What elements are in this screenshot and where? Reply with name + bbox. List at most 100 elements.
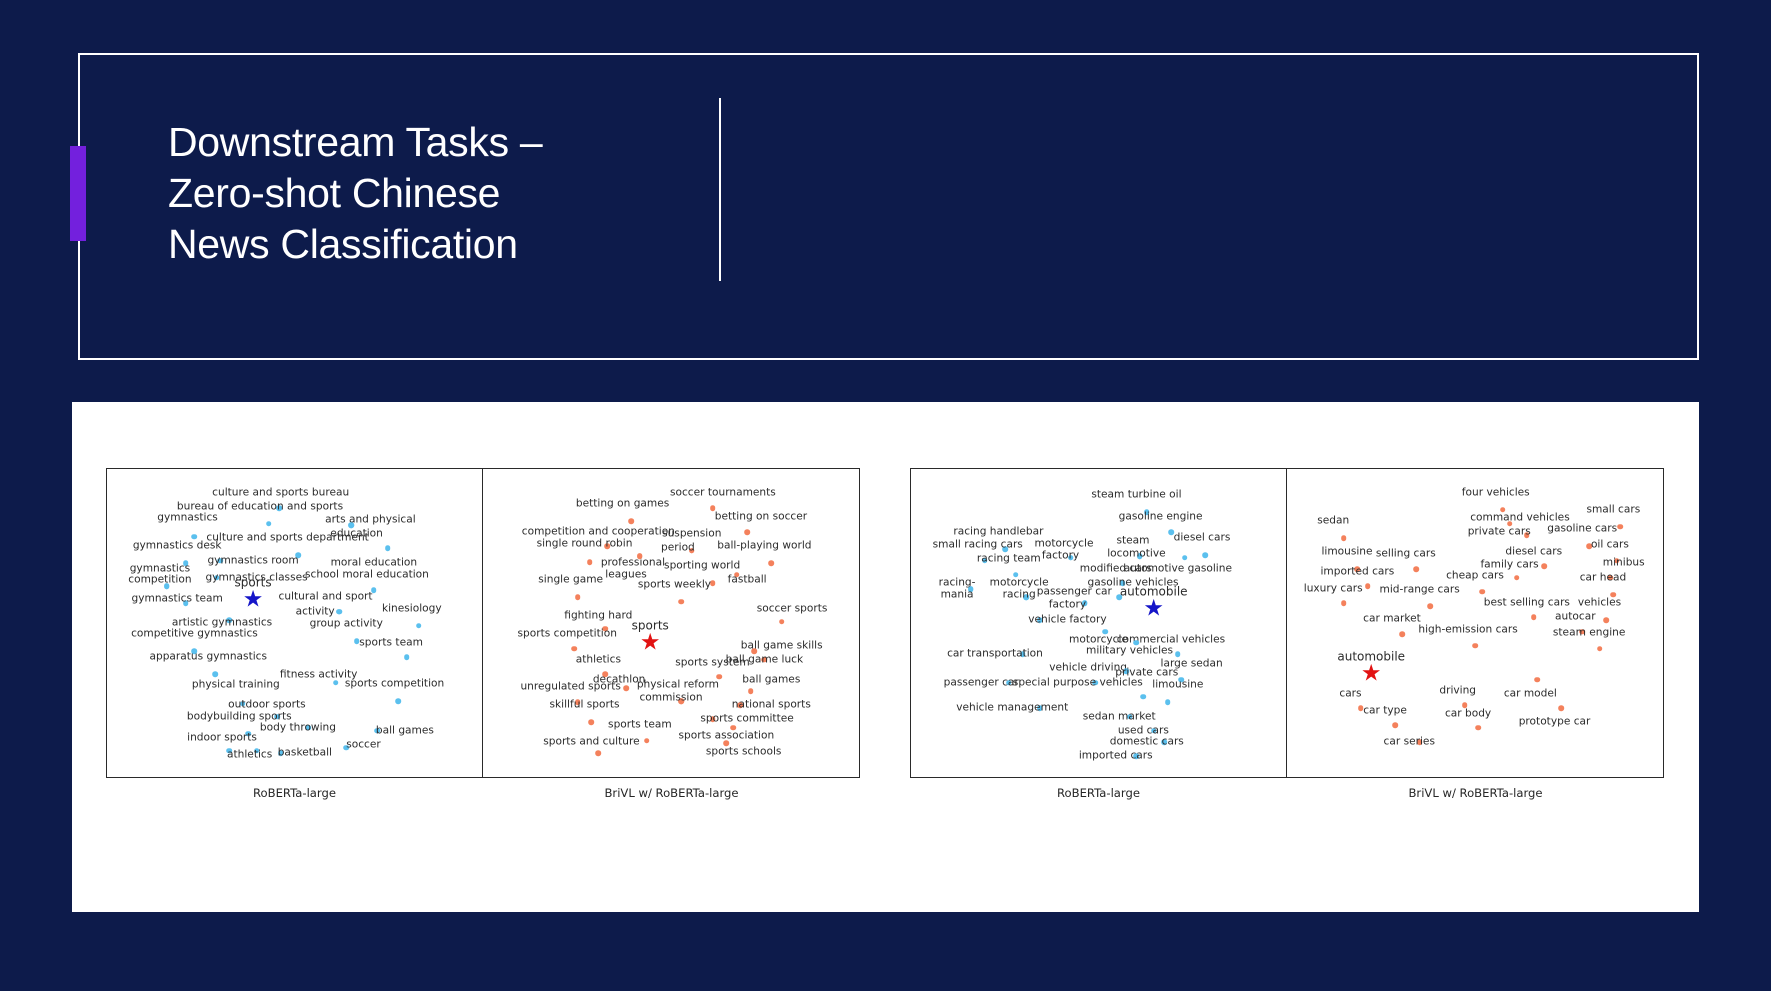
scatter-point-label: racing <box>1002 588 1036 601</box>
scatter-point-label: racing handlebar <box>953 525 1044 538</box>
scatter-point <box>778 618 785 625</box>
center-marker-star-icon: ★ <box>639 629 661 656</box>
scatter-point-label: vehicle factory <box>1028 613 1107 626</box>
scatter-point <box>678 598 685 605</box>
scatter-point-label: moral education <box>330 556 418 569</box>
scatter-point-label: small cars <box>1586 503 1641 516</box>
scatter-point-label: group activity <box>309 617 383 630</box>
scatter-point <box>1140 693 1147 700</box>
scatter-point-label: used cars <box>1117 724 1169 737</box>
scatter-point-label: steam turbine oil <box>1091 488 1182 501</box>
scatter-point-label: sports weekly <box>637 578 712 591</box>
scatter-point-label: gasoline engine <box>1118 510 1203 523</box>
scatter-point <box>623 685 629 691</box>
scatter-point <box>571 645 577 652</box>
scatter-point-label: steam <box>1116 534 1150 547</box>
scatter-point <box>415 623 422 629</box>
scatter-point-label: minibus <box>1602 556 1645 569</box>
center-marker-star-icon: ★ <box>1143 595 1164 622</box>
scatter-point <box>374 727 381 734</box>
scatter-point <box>1161 739 1167 745</box>
scatter-point <box>191 648 198 655</box>
scatter-point <box>1150 727 1157 734</box>
scatter-point <box>1133 640 1140 646</box>
scatter-point-label: car body <box>1444 707 1492 720</box>
scatter-point-label: outdoor sports <box>228 698 306 711</box>
scatter-point <box>295 552 301 558</box>
scatter-point <box>1617 523 1624 530</box>
scatter-point-label: factory <box>1048 598 1087 611</box>
scatter-point <box>1181 555 1188 561</box>
scatter-point <box>1092 679 1098 686</box>
scatter-point <box>1340 600 1347 606</box>
scatter-point-label: oil cars <box>1590 538 1629 551</box>
scatter-point-label: sports competition <box>344 677 445 690</box>
scatter-point-label: factory <box>1041 549 1080 562</box>
scatter-point <box>348 522 355 529</box>
scatter-point <box>343 744 350 751</box>
scatter-point-label: apparatus gymnastics <box>149 650 268 663</box>
scatter-point <box>1144 509 1150 516</box>
scatter-point-label: kinesiology <box>381 602 442 615</box>
scatter-point <box>709 716 716 723</box>
scatter-point-label: car head <box>1579 571 1627 584</box>
scatter-point <box>733 572 740 578</box>
scatter-point-label: private cars <box>1115 666 1179 679</box>
scatter-point <box>1413 566 1419 572</box>
scatter-point <box>1475 725 1482 731</box>
scatter-point <box>1427 603 1433 609</box>
scatter-point-label: sports schools <box>705 745 782 758</box>
scatter-point-label: steam engine <box>1552 626 1626 639</box>
center-marker-star-icon: ★ <box>1360 660 1382 687</box>
scatter-point <box>744 529 750 536</box>
panel-row: steam turbine oil gasoline engine racing h… <box>910 468 1664 778</box>
scatter-point-label: competition and cooperation <box>521 525 675 538</box>
scatter-point-label: artistic gymnastics <box>171 616 273 629</box>
scatter-point <box>1119 580 1126 587</box>
scatter-point <box>747 688 754 694</box>
scatter-point-label: competition <box>128 573 192 586</box>
scatter-point-label: imported cars <box>1078 749 1153 762</box>
scatter-point-label: activity <box>295 605 335 618</box>
scatter-point <box>305 725 312 731</box>
scatter-point <box>761 657 768 663</box>
scatter-point-label: national sports <box>731 698 811 711</box>
center-marker-label: automobile <box>1119 584 1188 599</box>
scatter-point-label: sports committee <box>700 712 794 725</box>
caption-row: RoBERTa-large BriVL w/ RoBERTa-large <box>910 786 1664 800</box>
scatter-point-label: vehicles <box>1577 596 1622 609</box>
scatter-point-label: diesel cars <box>1173 531 1231 544</box>
scatter-point-label: car type <box>1363 704 1407 717</box>
scatter-point-label: automotive gasoline <box>1123 562 1232 575</box>
caption-row: RoBERTa-large BriVL w/ RoBERTa-large <box>106 786 860 800</box>
figure-vehicle-cluster: steam turbine oil gasoline engine racing h… <box>910 468 1664 800</box>
scatter-point-label: sedan market <box>1082 710 1156 722</box>
scatter-point-label: private cars <box>1467 525 1531 538</box>
scatter-point-label: leagues <box>605 568 647 581</box>
scatter-point <box>277 750 284 757</box>
scatter-point-label: gasoline vehicles <box>1087 576 1179 589</box>
scatter-point <box>723 740 730 747</box>
scatter-point-label: period <box>661 541 695 554</box>
scatter-point <box>1499 506 1506 513</box>
scatter-point <box>253 747 260 754</box>
scatter-point <box>1596 645 1603 652</box>
scatter-point-label: selling cars <box>1375 547 1436 560</box>
scatter-point-label: special purpose vehicles <box>1012 676 1143 688</box>
scatter-point-label: diesel cars <box>1505 545 1563 558</box>
scatter-point-label: commercial vehicles <box>1116 633 1226 646</box>
title-accent-bar <box>70 146 86 241</box>
scatter-point-label: cheap cars <box>1446 569 1504 582</box>
scatter-point <box>1558 705 1565 711</box>
scatter-point-label: physical reform <box>636 678 719 691</box>
scatter-point <box>1472 642 1478 649</box>
scatter-point <box>737 702 743 708</box>
scatter-point <box>1340 535 1347 541</box>
scatter-point <box>353 638 360 645</box>
scatter-point-label: cars <box>1339 687 1362 700</box>
scatter-point-label: athletics <box>227 748 273 761</box>
scatter-point-label: best selling cars <box>1483 596 1570 609</box>
